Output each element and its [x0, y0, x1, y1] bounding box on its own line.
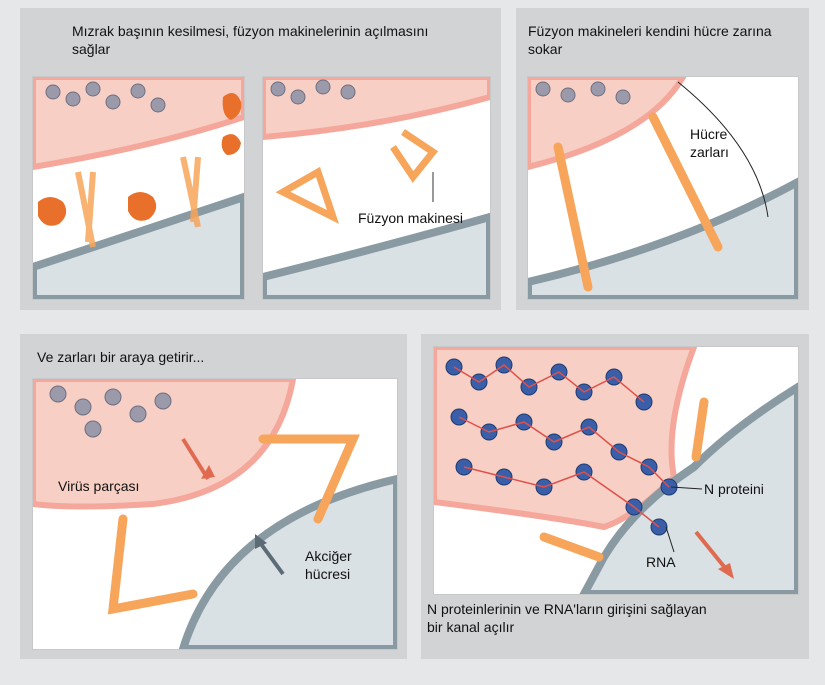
- label-virus-part: Virüs parçası: [58, 478, 140, 494]
- n-protein-cluster: [45, 81, 166, 113]
- cleavage-illustration: [33, 77, 244, 299]
- scene-bring-membranes: Virüs parçası Akciğer hücresi: [32, 378, 398, 650]
- virus-membrane: [33, 77, 244, 171]
- panel-bring-membranes: Ve zarları bir araya getirir... Virüs pa…: [20, 334, 407, 659]
- scene-cleavage-right: Füzyon makinesi: [262, 76, 491, 300]
- panel-insertion: Füzyon makineleri kendini hücre zarına s…: [516, 8, 809, 310]
- label-rna: RNA: [646, 554, 676, 570]
- cell-membrane: [263, 212, 490, 299]
- spike-heads: [38, 93, 242, 226]
- cell-membrane: [33, 192, 244, 299]
- fusion-protein: [75, 156, 201, 248]
- caption-insertion: Füzyon makineleri kendini hücre zarına s…: [528, 23, 772, 57]
- fusion-protein-zigzag: [107, 434, 360, 615]
- cell-membrane: [579, 382, 798, 594]
- membrane-bracket: [677, 81, 769, 218]
- fusion-protein-inserted: [553, 112, 723, 292]
- scene-insertion: Hücre zarları: [527, 76, 799, 300]
- scene-channel: N proteini RNA: [433, 346, 799, 595]
- label-fusion-machine: Füzyon makinesi: [358, 210, 464, 226]
- caption-spike-cleavage: Mızrak başının kesilmesi, füzyon makinel…: [72, 23, 429, 57]
- rna-strands: [453, 364, 670, 528]
- caption-bring-membranes: Ve zarları bir araya getirir...: [37, 349, 205, 365]
- approach-arrows: [181, 437, 285, 576]
- bring-membranes-illustration: [33, 379, 397, 649]
- fusion-protein: [539, 397, 709, 562]
- callout-rna: [665, 526, 675, 553]
- insertion-illustration: [528, 77, 798, 299]
- label-lung-cell: Akciğer hücresi: [305, 548, 352, 582]
- n-protein-cluster: [49, 385, 172, 438]
- entry-arrow: [694, 530, 734, 579]
- caption-channel: N proteinlerinin ve RNA'ların girişini s…: [427, 601, 707, 635]
- n-protein-cluster: [270, 79, 356, 105]
- cell-membrane: [528, 177, 798, 299]
- panel-channel: N proteini RNA N proteinlerinin ve RNA'l…: [421, 334, 809, 659]
- label-cell-membranes: Hücre zarları: [690, 126, 729, 160]
- panel-spike-cleavage: Mızrak başının kesilmesi, füzyon makinel…: [20, 8, 501, 310]
- label-n-protein: N proteini: [704, 481, 764, 497]
- fusion-machine: [275, 129, 439, 224]
- fusion-machine-illustration: [263, 77, 490, 299]
- n-protein-cluster: [535, 81, 631, 105]
- callout-n-protein: [670, 486, 703, 490]
- virus-membrane: [33, 379, 297, 510]
- virus-membrane: [263, 77, 490, 141]
- channel-illustration: [434, 347, 798, 594]
- scene-cleavage-left: [32, 76, 245, 300]
- cell-membrane: [178, 474, 397, 649]
